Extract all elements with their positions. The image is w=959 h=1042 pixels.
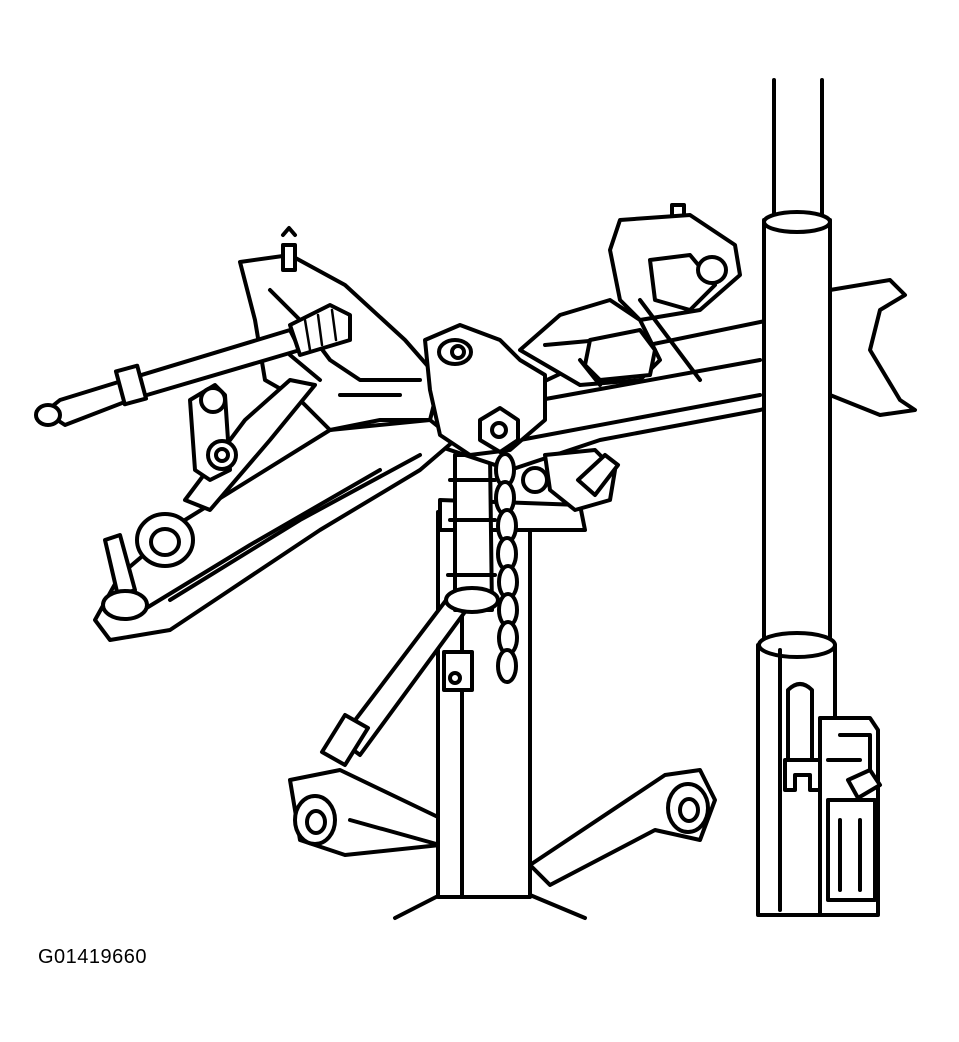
- jack-base: [288, 768, 717, 920]
- jack-ram: [444, 453, 500, 614]
- lift-post: [756, 78, 882, 917]
- crossmember: [34, 203, 917, 642]
- figure-id-label: G01419660: [38, 946, 148, 968]
- safety-chain: [494, 452, 519, 684]
